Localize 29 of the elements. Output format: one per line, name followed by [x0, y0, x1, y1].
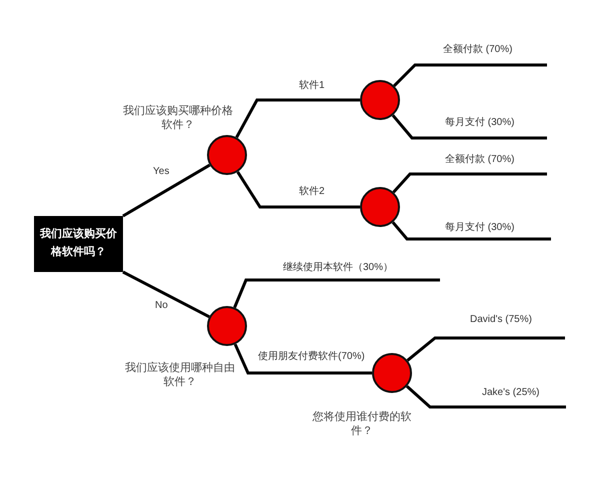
branch-line	[392, 172, 547, 194]
edge-label: Jake's (25%)	[480, 387, 542, 398]
chance-node-circle	[360, 187, 400, 227]
question-text: 我们应该使用哪种自由软件？	[124, 361, 236, 390]
branch-line	[406, 385, 566, 408]
chance-node-circle	[360, 80, 400, 120]
branch-line	[236, 171, 360, 208]
branch-line	[406, 336, 565, 362]
branch-line	[235, 98, 360, 138]
branch-line	[392, 114, 547, 140]
branch-line	[392, 221, 551, 240]
edge-label: 使用朋友付费软件(70%)	[256, 349, 367, 363]
edge-label: 软件2	[297, 184, 327, 198]
edge-label: Yes	[151, 166, 172, 177]
question-text: 我们应该购买哪种价格软件？	[122, 104, 234, 133]
branch-line	[234, 344, 372, 374]
branch-line	[122, 270, 210, 318]
edge-label: 每月支付 (30%)	[443, 115, 516, 129]
question-text: 您将使用谁付费的软件？	[312, 410, 412, 439]
branch-line	[393, 64, 547, 87]
edge-label: David's (75%)	[468, 314, 534, 325]
decision-box: 我们应该购买价格软件吗？	[34, 216, 123, 272]
edge-label: 每月支付 (30%)	[443, 220, 516, 234]
edge-label: No	[153, 300, 170, 311]
edge-label: 软件1	[297, 78, 327, 92]
edge-label: 全额付款 (70%)	[443, 152, 516, 166]
branch-line	[233, 278, 440, 308]
edge-label: 全额付款 (70%)	[441, 42, 514, 56]
branch-line	[122, 164, 210, 218]
